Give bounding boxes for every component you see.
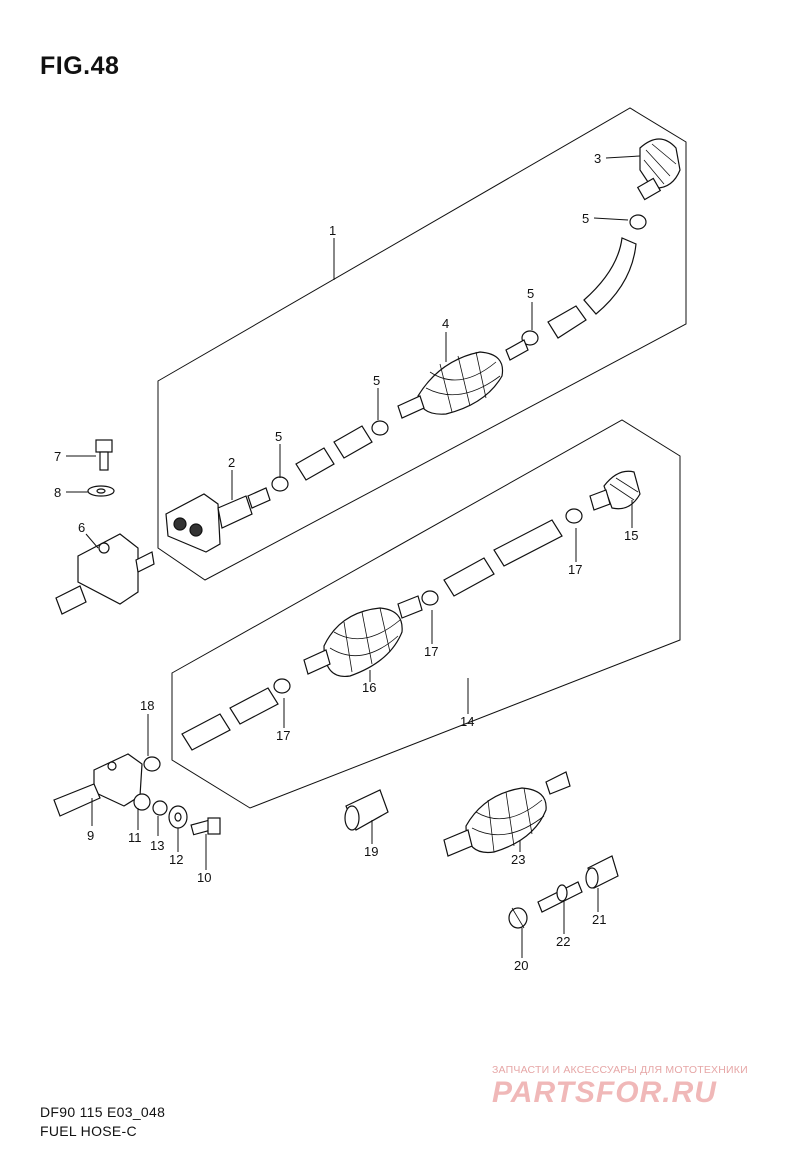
- callout-5-mid: 5: [527, 286, 534, 301]
- diagram-name: FUEL HOSE-C: [40, 1123, 137, 1139]
- callout-19: 19: [364, 844, 378, 859]
- diagram-code: DF90 115 E03_048: [40, 1104, 166, 1120]
- clip-5-mid: [521, 330, 539, 346]
- tank-connector-2-part: [165, 487, 271, 553]
- callout-12: 12: [169, 852, 183, 867]
- watermark: ЗАПЧАСТИ И АКСЕССУАРЫ ДЛЯ МОТОТЕХНИКИ PA…: [492, 1064, 792, 1110]
- watermark-logo: PARTSFOR.RU: [492, 1076, 717, 1109]
- primer-bulb-23-part: [443, 771, 571, 857]
- hose-segment-1a: [547, 305, 587, 339]
- clip-18-part: [143, 756, 161, 772]
- primer-bulb-16-part: [303, 595, 423, 678]
- fuel-joint-6-part: [55, 533, 155, 615]
- callout-3: 3: [594, 151, 601, 166]
- callout-10: 10: [197, 870, 211, 885]
- callout-14: 14: [460, 714, 474, 729]
- callout-9: 9: [87, 828, 94, 843]
- assembly-1-outline: [157, 107, 687, 581]
- callout-23: 23: [511, 852, 525, 867]
- hose-21-part: [585, 855, 619, 889]
- clip-17-top: [565, 508, 583, 524]
- callout-16: 16: [362, 680, 376, 695]
- bolt-10-part: [190, 817, 221, 836]
- callout-22: 22: [556, 934, 570, 949]
- figure-title: FIG.48: [40, 52, 120, 80]
- callout-20: 20: [514, 958, 528, 973]
- callout-5-left: 5: [275, 429, 282, 444]
- assembly-14-outline: [171, 419, 681, 809]
- fuel-joint-9-part: [53, 753, 143, 817]
- hose-near-3: [583, 237, 637, 315]
- leader-lines: [66, 155, 641, 958]
- callout-18: 18: [140, 698, 154, 713]
- clip-17-mid: [421, 590, 439, 606]
- callout-4: 4: [442, 316, 449, 331]
- callout-6: 6: [78, 520, 85, 535]
- clip-5-left: [271, 476, 289, 492]
- hose-19-part: [344, 789, 389, 831]
- callout-17-mid: 17: [424, 644, 438, 659]
- connector-3-part: [636, 138, 681, 201]
- callout-13: 13: [150, 838, 164, 853]
- bush-13-part: [152, 800, 168, 816]
- clip-5-low: [371, 420, 389, 436]
- hose-segment-14b: [181, 687, 279, 751]
- callout-5-low: 5: [373, 373, 380, 388]
- washer-8-part: [87, 485, 115, 497]
- clip-17-low: [273, 678, 291, 694]
- connector-15-part: [589, 470, 641, 511]
- collar-11-part: [133, 793, 151, 811]
- footer: DF90 115 E03_048 FUEL HOSE-C: [40, 1103, 165, 1141]
- clip-20-part: [508, 907, 528, 929]
- watermark-caption: ЗАПЧАСТИ И АКСЕССУАРЫ ДЛЯ МОТОТЕХНИКИ: [492, 1064, 748, 1076]
- callout-17-low: 17: [276, 728, 290, 743]
- callout-7: 7: [54, 449, 61, 464]
- callout-15: 15: [624, 528, 638, 543]
- washer-12-part: [168, 805, 188, 829]
- joint-22-part: [537, 881, 583, 913]
- callout-1: 1: [329, 223, 336, 238]
- primer-bulb-4-part: [397, 339, 529, 419]
- clip-5-top: [629, 214, 647, 230]
- bolt-7-part: [95, 439, 113, 471]
- callout-5-top: 5: [582, 211, 589, 226]
- callout-8: 8: [54, 485, 61, 500]
- hose-segment-1b: [295, 425, 373, 481]
- callout-11: 11: [128, 830, 142, 845]
- callout-21: 21: [592, 912, 606, 927]
- callout-17-top: 17: [568, 562, 582, 577]
- hose-segment-14a: [443, 519, 563, 597]
- callout-2: 2: [228, 455, 235, 470]
